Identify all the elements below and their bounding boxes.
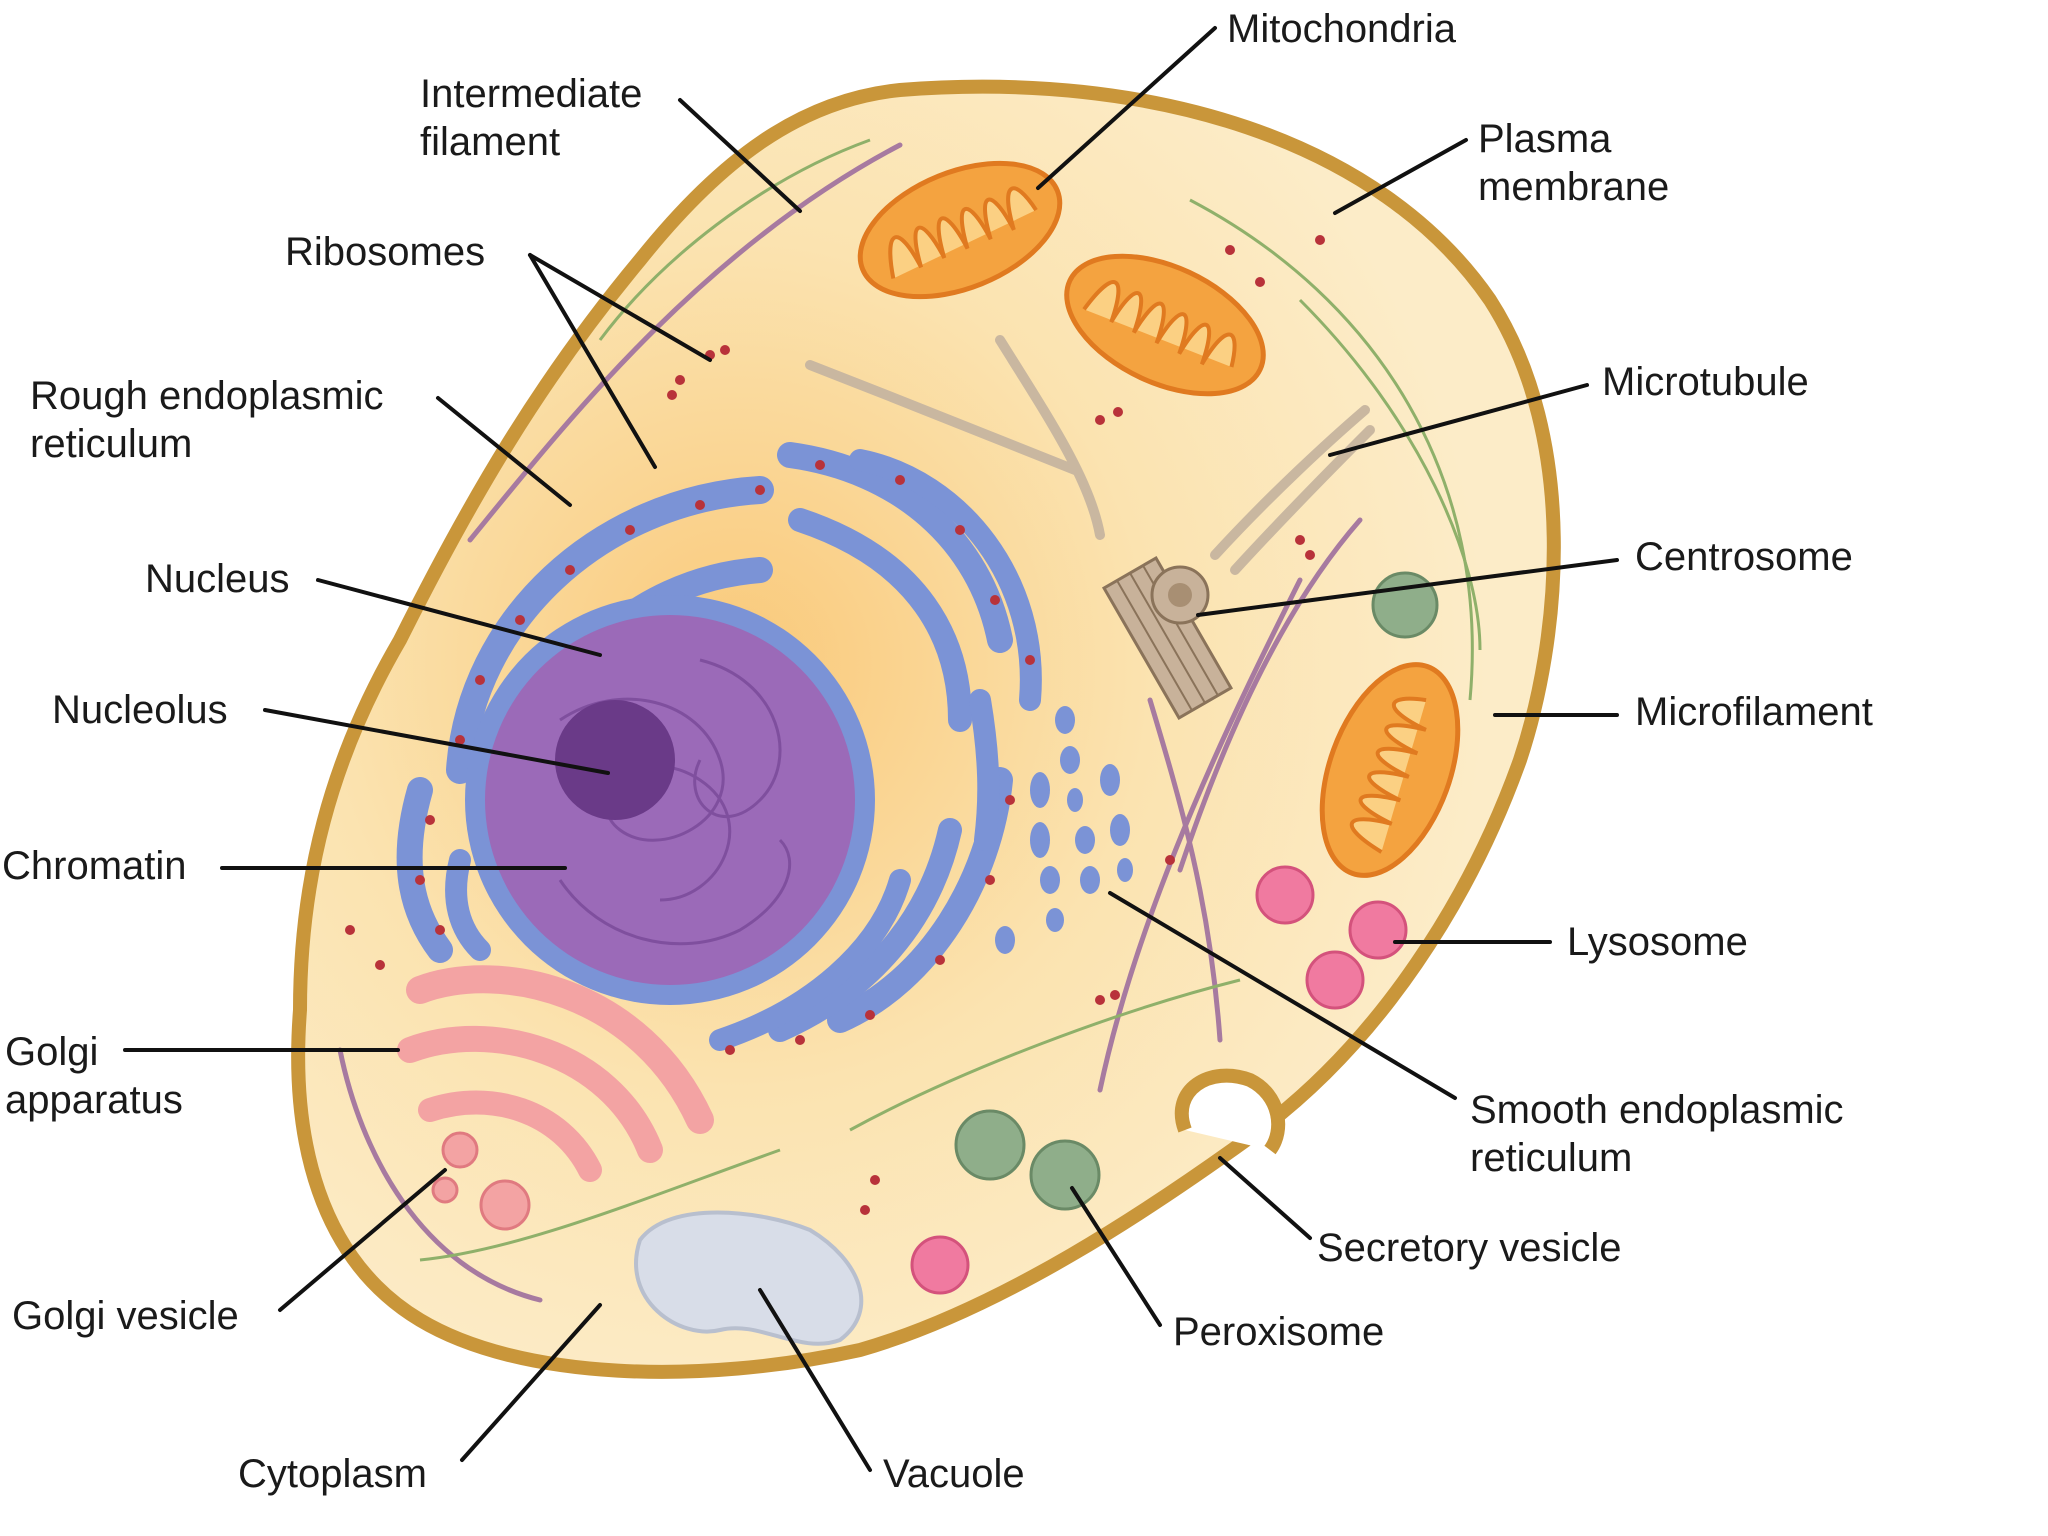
label-intermediate-filament: Intermediate filament	[420, 72, 643, 164]
label-vacuole: Vacuole	[883, 1452, 1025, 1496]
label-golgi-vesicle: Golgi vesicle	[12, 1294, 239, 1338]
label-smooth-er: Smooth endoplasmic reticulum	[1470, 1088, 1844, 1180]
label-rough-er: Rough endoplasmic reticulum	[30, 374, 384, 466]
label-secretory-vesicle: Secretory vesicle	[1317, 1226, 1622, 1270]
leader-lines	[123, 26, 1619, 1472]
secretory-vesicle-shape	[1174, 1068, 1286, 1155]
plasma-membrane-shape	[291, 79, 1561, 1379]
free-ribosomes	[345, 235, 1325, 1215]
label-chromatin: Chromatin	[2, 844, 187, 888]
label-mitochondria: Mitochondria	[1227, 7, 1457, 51]
label-nucleus: Nucleus	[145, 557, 290, 601]
golgi-vesicles-shape	[431, 1131, 531, 1231]
golgi-shape	[397, 965, 714, 1182]
centrosome-shape	[1101, 555, 1234, 720]
lysosome-shapes	[910, 865, 1408, 1295]
label-centrosome: Centrosome	[1635, 535, 1853, 579]
label-nucleolus: Nucleolus	[52, 688, 228, 732]
label-cytoplasm: Cytoplasm	[238, 1452, 427, 1496]
nucleus-shape	[465, 595, 875, 1005]
smooth-er-shape	[995, 706, 1133, 954]
ribosome-dots-on-er	[415, 460, 1035, 1055]
rough-er-shape	[396, 442, 1042, 1051]
vacuole-shape	[634, 1210, 864, 1346]
label-peroxisome: Peroxisome	[1173, 1310, 1385, 1354]
label-microtubule: Microtubule	[1602, 360, 1809, 404]
microfilaments	[419, 138, 1482, 1262]
mitochondria-shapes	[857, 160, 1461, 878]
label-plasma-membrane: Plasma membrane	[1478, 117, 1670, 209]
microtubules	[805, 335, 1375, 575]
label-microfilament: Microfilament	[1635, 690, 1873, 734]
label-lysosome: Lysosome	[1567, 920, 1748, 964]
label-ribosomes: Ribosomes	[285, 230, 486, 274]
label-golgi-apparatus: Golgi apparatus	[5, 1030, 183, 1122]
